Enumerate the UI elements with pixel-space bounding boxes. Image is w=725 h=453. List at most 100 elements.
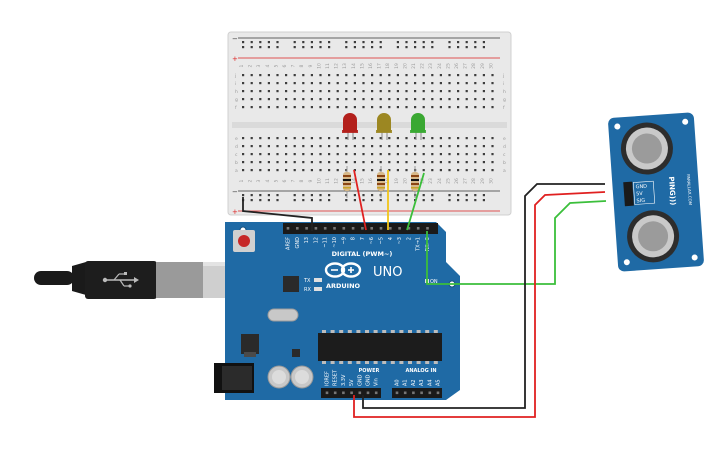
power-pin-label: Vin xyxy=(374,378,380,386)
column-number: 23 xyxy=(428,63,434,69)
column-number: 11 xyxy=(325,63,331,69)
digital-pin-label: RX←0 xyxy=(425,237,431,251)
digital-pin-header[interactable] xyxy=(283,223,438,234)
digital-label: DIGITAL (PWM~) xyxy=(332,250,393,258)
crystal-oscillator xyxy=(267,308,299,322)
column-number: 18 xyxy=(385,63,391,69)
wire-sensor-5v[interactable] xyxy=(353,191,606,418)
digital-pin-label: ~5 xyxy=(379,237,385,244)
row-letter: c xyxy=(503,153,506,158)
column-number: 8 xyxy=(299,179,305,182)
column-number: 9 xyxy=(308,64,314,67)
column-number: 19 xyxy=(394,178,400,184)
resistor-3[interactable] xyxy=(411,166,419,198)
rail-minus-top: − xyxy=(232,35,238,43)
sensor-pin-5v: 5V xyxy=(636,191,644,197)
reset-button[interactable] xyxy=(233,230,255,252)
column-number: 6 xyxy=(282,179,288,182)
column-number: 2 xyxy=(248,64,254,67)
column-number: 16 xyxy=(368,63,374,69)
arduino-brand-text: ARDUINO xyxy=(326,282,361,290)
ping-ultrasonic-sensor[interactable]: GND 5V SIG PING))) PARALLAX.COM xyxy=(608,112,705,272)
resistor-1[interactable] xyxy=(343,166,351,198)
power-jack[interactable] xyxy=(214,363,254,393)
analog-pin-label: A0 xyxy=(395,379,401,386)
rail-minus-bottom: − xyxy=(232,188,238,196)
row-letter: a xyxy=(235,169,238,174)
column-number: 29 xyxy=(480,63,486,69)
column-number: 30 xyxy=(488,63,494,69)
digital-pin-label: ~9 xyxy=(341,237,347,244)
usb-symbol-icon xyxy=(102,272,139,288)
power-pin-label: RESET xyxy=(333,369,339,386)
transducer-top xyxy=(620,122,673,175)
row-letter: e xyxy=(235,137,238,142)
column-number: 14 xyxy=(351,178,357,184)
sensor-pin-header[interactable] xyxy=(623,181,634,207)
column-number: 27 xyxy=(463,178,469,184)
row-letter: i xyxy=(235,81,236,87)
row-letter: j xyxy=(234,73,236,79)
column-number: 13 xyxy=(342,63,348,69)
wire-sensor-signal[interactable] xyxy=(426,200,607,285)
column-number: 21 xyxy=(411,63,417,69)
analog-label: ANALOG IN xyxy=(405,368,436,374)
led-yellow[interactable] xyxy=(376,113,392,140)
column-number: 4 xyxy=(265,179,271,182)
led-green[interactable] xyxy=(410,113,426,140)
breadboard-column-numbers: 1122334455667788991010111112121313141415… xyxy=(239,63,494,184)
digital-pin-label: ~3 xyxy=(397,237,403,244)
row-letter: i xyxy=(503,81,504,87)
column-number: 28 xyxy=(471,63,477,69)
rail-plus-bottom: + xyxy=(232,208,238,216)
column-number: 29 xyxy=(480,178,486,184)
row-letter: h xyxy=(503,89,506,95)
digital-pin-label: 12 xyxy=(313,237,319,243)
digital-pin-label: 2 xyxy=(406,237,412,240)
wire-green-led[interactable] xyxy=(406,172,425,231)
digital-pin-label: 4 xyxy=(388,237,394,240)
resistor-2[interactable] xyxy=(377,166,385,198)
column-number: 7 xyxy=(291,179,297,182)
analog-pin-label: A4 xyxy=(427,379,433,386)
column-number: 20 xyxy=(402,63,408,69)
column-number: 25 xyxy=(445,63,451,69)
column-number: 2 xyxy=(248,179,254,182)
rx-label: RX xyxy=(304,287,311,293)
capacitor xyxy=(267,365,291,389)
analog-pin-label: A2 xyxy=(411,379,417,386)
column-number: 25 xyxy=(445,178,451,184)
digital-pin-label: TX→1 xyxy=(416,237,422,252)
column-number: 26 xyxy=(454,178,460,184)
rx-led xyxy=(314,287,322,291)
column-number: 3 xyxy=(256,179,262,182)
wire-gnd-breadboard[interactable] xyxy=(242,197,313,231)
row-letter: g xyxy=(503,98,506,103)
analog-pin-header[interactable] xyxy=(392,388,442,398)
analog-pin-label: A3 xyxy=(419,379,425,386)
row-letter: h xyxy=(235,89,238,95)
digital-pin-label: 8 xyxy=(351,237,357,240)
wire-sensor-gnd[interactable] xyxy=(362,183,605,409)
column-number: 5 xyxy=(273,64,279,67)
row-letter: f xyxy=(503,105,505,111)
column-number: 22 xyxy=(420,178,426,184)
analog-pin-label: A1 xyxy=(403,379,409,386)
column-number: 22 xyxy=(420,63,426,69)
digital-pin-label: 7 xyxy=(360,237,366,240)
row-letter: a xyxy=(503,169,506,174)
row-letter: b xyxy=(503,160,506,166)
usb-chip xyxy=(283,276,299,292)
wire-red-led[interactable] xyxy=(353,169,367,231)
sensor-pin-gnd: GND xyxy=(635,184,647,191)
digital-pin-label: ~6 xyxy=(369,237,375,244)
led-red[interactable] xyxy=(342,113,358,140)
column-number: 1 xyxy=(239,64,245,67)
usb-cable[interactable] xyxy=(34,261,237,299)
row-letter: c xyxy=(235,153,238,158)
digital-pin-label: 13 xyxy=(304,237,310,243)
